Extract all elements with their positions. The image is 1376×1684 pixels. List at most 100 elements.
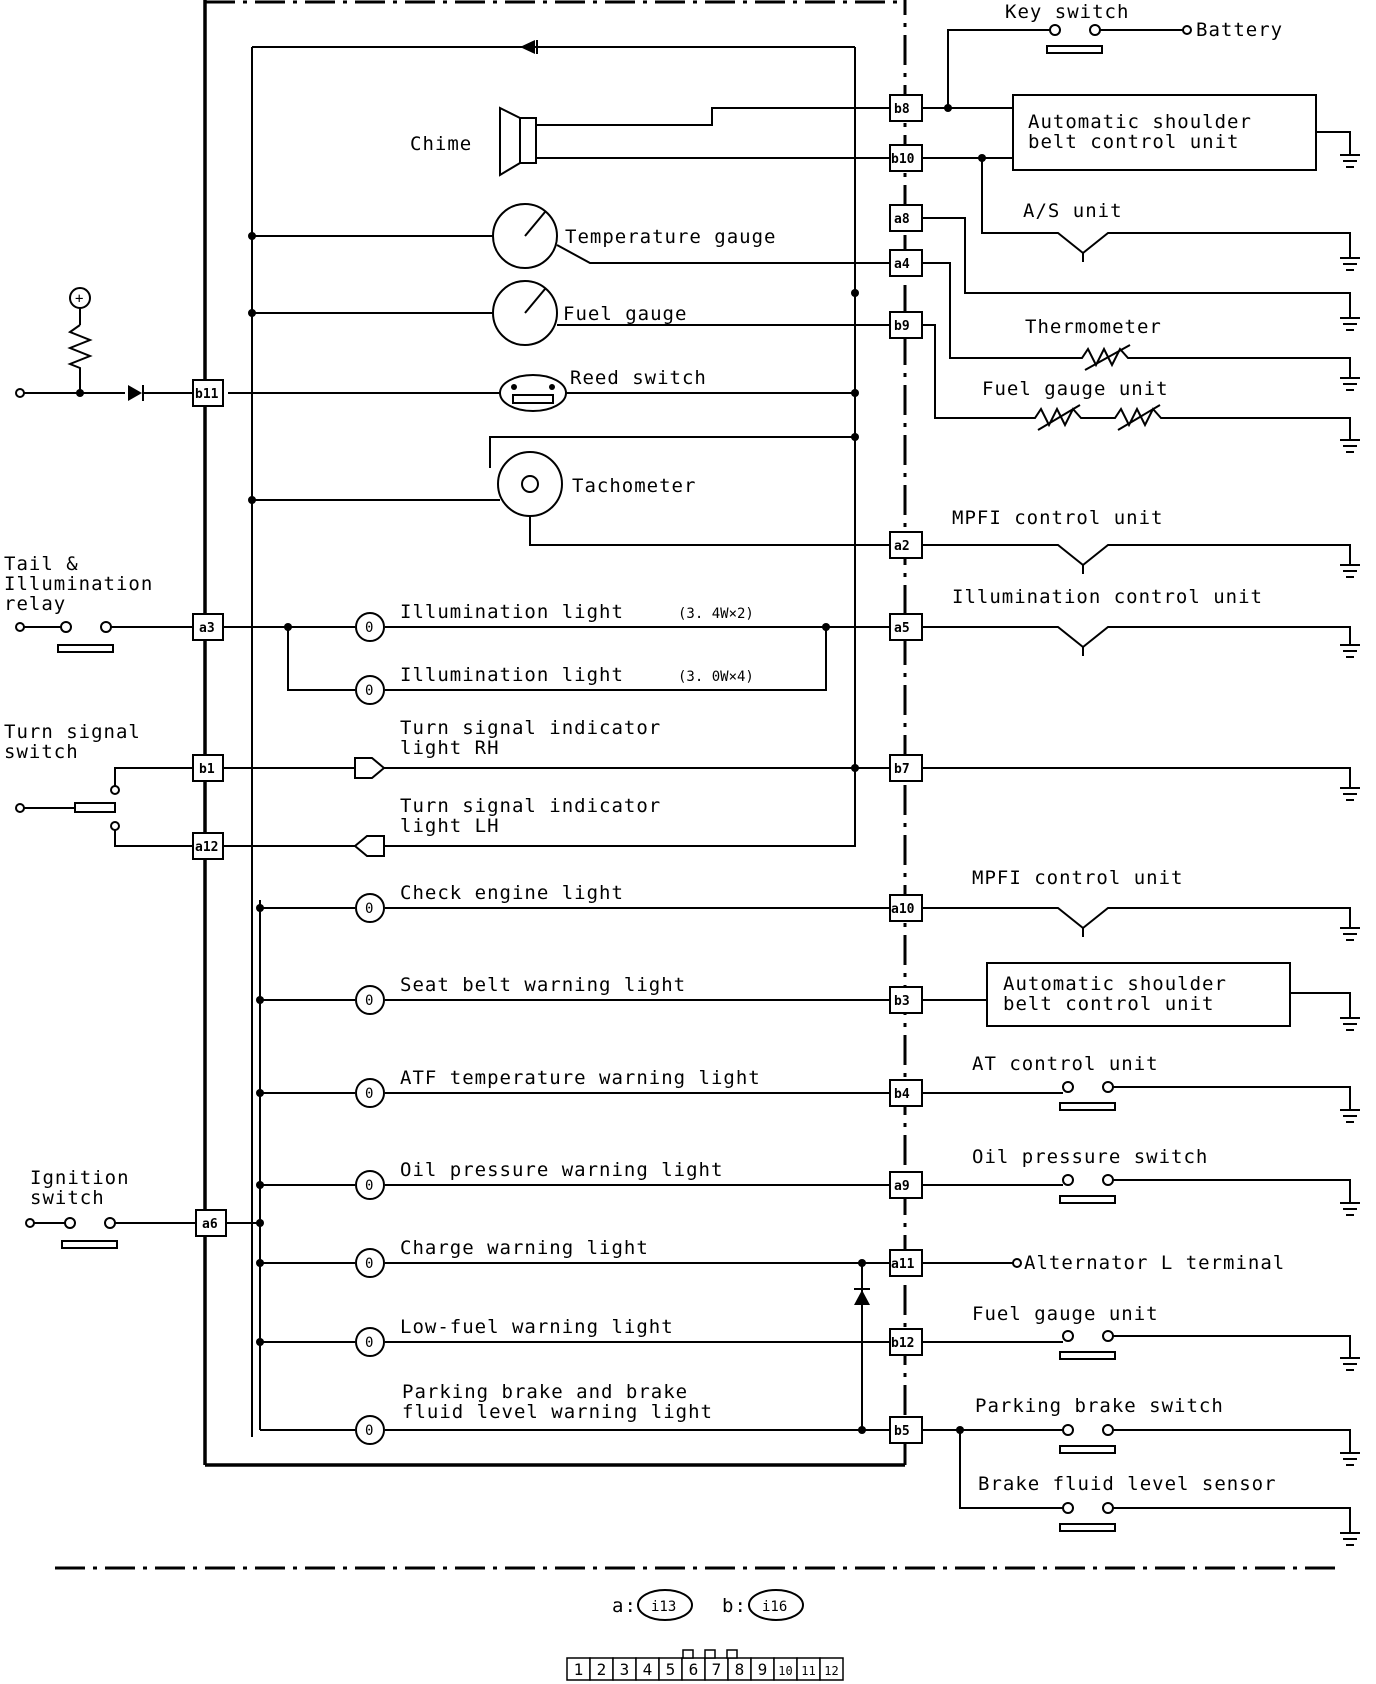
reed-switch-label: Reed switch (570, 367, 707, 389)
svg-text:Parking brake and brake: Parking brake and brake (402, 1381, 688, 1403)
pin-a11 (889, 1249, 923, 1277)
svg-text:belt control unit: belt control unit (1003, 993, 1214, 1015)
connector-cell-label: 7 (712, 1660, 722, 1679)
svg-text:a6: a6 (202, 1217, 218, 1232)
atf-temp-label: ATF temperature warning light (400, 1067, 761, 1089)
connector-cell-label: 4 (643, 1660, 653, 1679)
svg-text:a2: a2 (894, 539, 910, 554)
svg-text:relay: relay (4, 593, 66, 615)
svg-text:0: 0 (365, 1423, 373, 1439)
svg-text:switch: switch (4, 741, 79, 763)
turn-signal: Turn signal switch Turn signal indicator… (4, 717, 890, 857)
tail-illumination-relay: Tail & Illumination relay (4, 553, 193, 653)
svg-text:Turn signal indicator: Turn signal indicator (400, 717, 661, 739)
svg-text:fluid level warning light: fluid level warning light (402, 1401, 713, 1423)
warning-lights: 0 Check engine light 0 Seat belt warning… (248, 232, 890, 1445)
svg-text:0: 0 (365, 1256, 373, 1272)
svg-text:0: 0 (365, 1086, 373, 1102)
svg-text:0: 0 (365, 1335, 373, 1351)
svg-text:a11: a11 (891, 1257, 915, 1272)
ignition-switch: Ignition switch (25, 1167, 260, 1249)
pin-b11 (192, 379, 224, 407)
svg-text:+: + (75, 291, 83, 307)
oil-switch-label: Oil pressure switch (972, 1146, 1208, 1168)
low-fuel-label: Low-fuel warning light (400, 1316, 674, 1338)
svg-text:Tail &: Tail & (4, 553, 79, 575)
pin-a2 (889, 531, 923, 559)
pin-a3 (192, 613, 224, 641)
right-external: Key switch Battery Automatic shoulder be… (922, 1, 1360, 1546)
parking-switch-label: Parking brake switch (975, 1395, 1224, 1417)
svg-text:Automatic shoulder: Automatic shoulder (1028, 111, 1252, 133)
svg-text:switch: switch (30, 1187, 105, 1209)
svg-text:0: 0 (365, 993, 373, 1009)
svg-text:(3. 0W×4): (3. 0W×4) (678, 669, 754, 685)
pin-a9 (889, 1171, 923, 1199)
oil-pressure-label: Oil pressure warning light (400, 1159, 723, 1181)
svg-text:b1: b1 (199, 762, 215, 777)
svg-text:Automatic shoulder: Automatic shoulder (1003, 973, 1227, 995)
connector-cell-label: 11 (801, 1664, 815, 1678)
svg-text:a10: a10 (891, 902, 915, 917)
connector-cell-label: 8 (735, 1660, 745, 1679)
at-control-label: AT control unit (972, 1053, 1159, 1075)
left-connector-pins: b11 a3 b1 a12 a6 (192, 379, 227, 1237)
auto-belt-unit-bottom (986, 962, 1291, 1027)
svg-text:a9: a9 (894, 1179, 910, 1194)
svg-text:i13: i13 (651, 1599, 676, 1615)
pin-b4 (889, 1079, 923, 1107)
seat-belt-label: Seat belt warning light (400, 974, 686, 996)
connector-cell-label: 10 (778, 1664, 792, 1678)
chime-label: Chime (410, 133, 472, 155)
connector-cell-label: 3 (620, 1660, 630, 1679)
svg-text:a:: a: (612, 1595, 637, 1617)
svg-text:light LH: light LH (400, 815, 500, 837)
svg-text:(3. 4W×2): (3. 4W×2) (678, 606, 754, 622)
svg-text:light RH: light RH (400, 737, 500, 759)
supply-input: + (15, 287, 193, 401)
illum-control-unit-label: Illumination control unit (952, 586, 1263, 608)
pin-b9 (889, 311, 923, 339)
illum-light-2-label: Illumination light (400, 664, 624, 686)
internal-bus (251, 40, 856, 1437)
brake-fluid-label: Brake fluid level sensor (978, 1473, 1277, 1495)
svg-text:Turn signal indicator: Turn signal indicator (400, 795, 661, 817)
alternator-label: Alternator L terminal (1024, 1252, 1285, 1274)
mpfi-unit-2-label: MPFI control unit (972, 867, 1183, 889)
svg-text:Turn signal: Turn signal (4, 721, 141, 743)
svg-text:Ignition: Ignition (30, 1167, 130, 1189)
pin-a12 (192, 832, 224, 860)
key-switch-label: Key switch (1005, 1, 1129, 23)
svg-text:0: 0 (365, 1178, 373, 1194)
battery-label: Battery (1196, 19, 1283, 41)
svg-text:0: 0 (365, 901, 373, 917)
connector-tab (726, 1649, 738, 1659)
connector-cell-label: 12 (824, 1664, 838, 1678)
connector-cell-label: 1 (574, 1660, 584, 1679)
connector-cell-label: 6 (689, 1660, 699, 1679)
svg-text:b9: b9 (894, 319, 910, 334)
mpfi-unit-1-label: MPFI control unit (952, 507, 1163, 529)
svg-text:b11: b11 (195, 387, 219, 402)
fuel-gauge: Fuel gauge (252, 280, 890, 346)
chime: Chime (410, 106, 890, 177)
pin-a8 (889, 204, 923, 232)
diode-symbol (520, 40, 535, 54)
svg-text:b:: b: (722, 1595, 747, 1617)
connector-cell-label: 5 (666, 1660, 676, 1679)
tachometer-label: Tachometer (572, 475, 696, 497)
check-engine-label: Check engine light (400, 882, 624, 904)
svg-text:b3: b3 (894, 994, 910, 1009)
svg-text:0: 0 (365, 683, 373, 699)
svg-text:a12: a12 (195, 840, 218, 855)
connector-tab (682, 1649, 694, 1659)
svg-text:belt control unit: belt control unit (1028, 131, 1239, 153)
fuel-gauge-label: Fuel gauge (563, 303, 687, 325)
connector-cell-label: 2 (597, 1660, 607, 1679)
svg-text:b10: b10 (891, 152, 915, 167)
svg-text:Illumination: Illumination (4, 573, 153, 595)
fuel-gauge-unit-top-label: Fuel gauge unit (982, 378, 1169, 400)
as-unit-label: A/S unit (1023, 200, 1123, 222)
pin-a4 (889, 249, 923, 277)
pin-b5 (889, 1416, 923, 1444)
